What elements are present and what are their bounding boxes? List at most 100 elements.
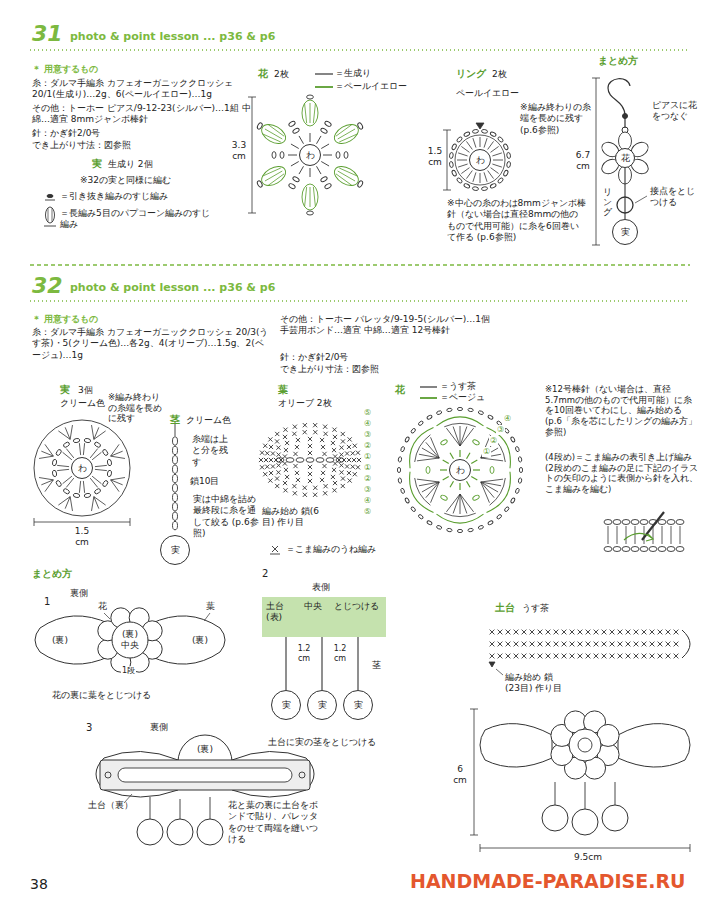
chart-stroke [317, 136, 322, 144]
chart-stroke [554, 642, 559, 647]
chart-stroke [283, 481, 287, 485]
chart-stroke [288, 183, 296, 190]
chart-stroke [418, 420, 424, 426]
chart-stroke [342, 458, 346, 462]
chart-stroke [417, 479, 439, 482]
chart-stroke [467, 481, 471, 487]
chart-stroke [336, 174, 352, 186]
chart-stroke [503, 170, 509, 177]
chart-stroke [397, 467, 400, 472]
chart-stroke [490, 630, 495, 635]
chart-stroke [487, 414, 493, 419]
chart-stroke [342, 458, 346, 462]
chart-stroke [306, 458, 314, 463]
chart-stroke [506, 654, 511, 659]
chart-stroke [578, 630, 583, 635]
chart-stroke [463, 183, 470, 189]
chart-stroke [284, 468, 288, 472]
chart-stroke [339, 453, 343, 457]
chart-stroke [262, 168, 280, 176]
chart-stroke [658, 642, 663, 647]
chart-stroke [292, 484, 296, 488]
node-text: (裏) [52, 635, 68, 646]
chart-stroke [449, 161, 453, 167]
chart-stroke [272, 152, 276, 159]
chart-stroke [460, 428, 474, 446]
dimension: 6.7 cm [572, 150, 594, 173]
chart-stroke [337, 458, 341, 462]
chart-stroke [263, 472, 267, 476]
connector-line [321, 637, 322, 690]
chart-stroke [578, 642, 583, 647]
chart-stroke [676, 547, 684, 552]
chart-stroke [530, 642, 535, 647]
chart-stroke [496, 669, 503, 675]
chart-stroke [295, 445, 299, 449]
chart-stroke [204, 613, 210, 621]
chart-stroke [283, 435, 287, 439]
header-rule [30, 49, 690, 50]
chart-stroke [258, 121, 289, 148]
chart-stroke [322, 464, 326, 468]
chart-stroke [618, 642, 623, 647]
chart-stroke [506, 630, 511, 635]
chart-stroke [491, 168, 499, 174]
chart-stroke [667, 547, 675, 552]
chart-stroke [293, 491, 297, 495]
chart-stroke [276, 446, 280, 450]
chart-stroke [274, 458, 278, 462]
chart-stroke [642, 654, 647, 659]
chart-stroke [256, 122, 263, 130]
chart-stroke [279, 458, 283, 462]
chart-stroke [410, 472, 434, 513]
chart-stroke [173, 484, 178, 492]
annotation-label: 裏側 [150, 722, 168, 733]
annotation-label: 表側 [312, 582, 330, 593]
chart-stroke [283, 428, 287, 432]
chart-stroke [578, 738, 592, 752]
chart-stroke [322, 452, 326, 456]
chart-stroke [518, 478, 522, 484]
node-text: 実 [354, 700, 363, 711]
chart-stroke [283, 488, 287, 492]
chart-stroke [457, 160, 467, 161]
row-number: ① [364, 463, 371, 473]
chart-stroke [265, 171, 282, 181]
node-text: わ [306, 150, 315, 161]
chart-stroke [305, 187, 307, 207]
chart-stroke [357, 180, 364, 188]
chart-stroke [450, 453, 454, 459]
chart-stroke [271, 451, 275, 455]
chart-stroke [626, 630, 631, 635]
node-text: (裏) [122, 629, 138, 640]
chart-stroke [626, 642, 631, 647]
chart-stroke [332, 448, 336, 452]
chart-stroke [472, 186, 478, 190]
chart-stroke [570, 630, 575, 635]
chart-stroke [618, 642, 623, 647]
chart-stroke [610, 630, 615, 635]
chart-stroke [79, 443, 80, 455]
chart-stroke [308, 451, 312, 455]
chart-stroke [269, 445, 273, 449]
chart-stroke [456, 136, 463, 143]
chart-stroke [473, 469, 480, 470]
chart-stroke [514, 642, 519, 647]
chart-stroke [491, 146, 499, 152]
chart-stroke [562, 630, 567, 635]
chart-stroke [506, 161, 510, 167]
part-name: 葉 [278, 384, 288, 397]
connector-line [357, 637, 358, 690]
legend-text: ＝うす茶 [440, 381, 476, 392]
chart-stroke [522, 630, 527, 635]
chart-stroke [272, 546, 278, 552]
chart-stroke [351, 465, 355, 469]
chart-stroke [296, 438, 300, 442]
chart-stroke [440, 469, 447, 470]
chart-stroke [348, 478, 352, 482]
chart-stroke [275, 439, 279, 443]
chart-stroke [137, 819, 163, 845]
chart-stroke [608, 79, 630, 128]
